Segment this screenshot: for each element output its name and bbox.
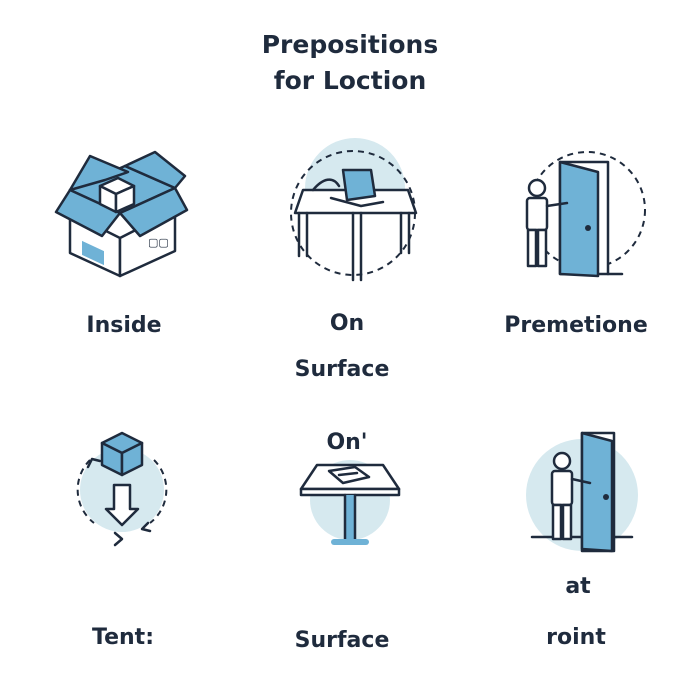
item-label-inside: Inside [86,313,162,338]
item-label-surface-2: Surface [294,628,390,653]
page-subtitle: for Loction [273,66,427,95]
item-label-surface: Surface [294,357,390,382]
item-label-premetione: Premetione [504,313,648,338]
item-label-tent: Tent: [92,625,154,650]
page-title: Prepositions [261,30,439,59]
item-label-on-prime: On' [326,430,368,455]
table-paper-icon [299,460,401,545]
desk-laptop-icon [290,138,418,282]
item-label-on: On [329,311,365,336]
person-door-circle-icon [526,431,638,553]
svg-text:▢▢: ▢▢ [148,236,169,249]
open-box-icon: ▢▢ [54,150,189,278]
cube-down-arrow-icon [76,431,168,547]
item-label-at: at [565,574,591,599]
item-label-roint: roint [546,625,606,650]
person-door-icon [525,151,646,278]
